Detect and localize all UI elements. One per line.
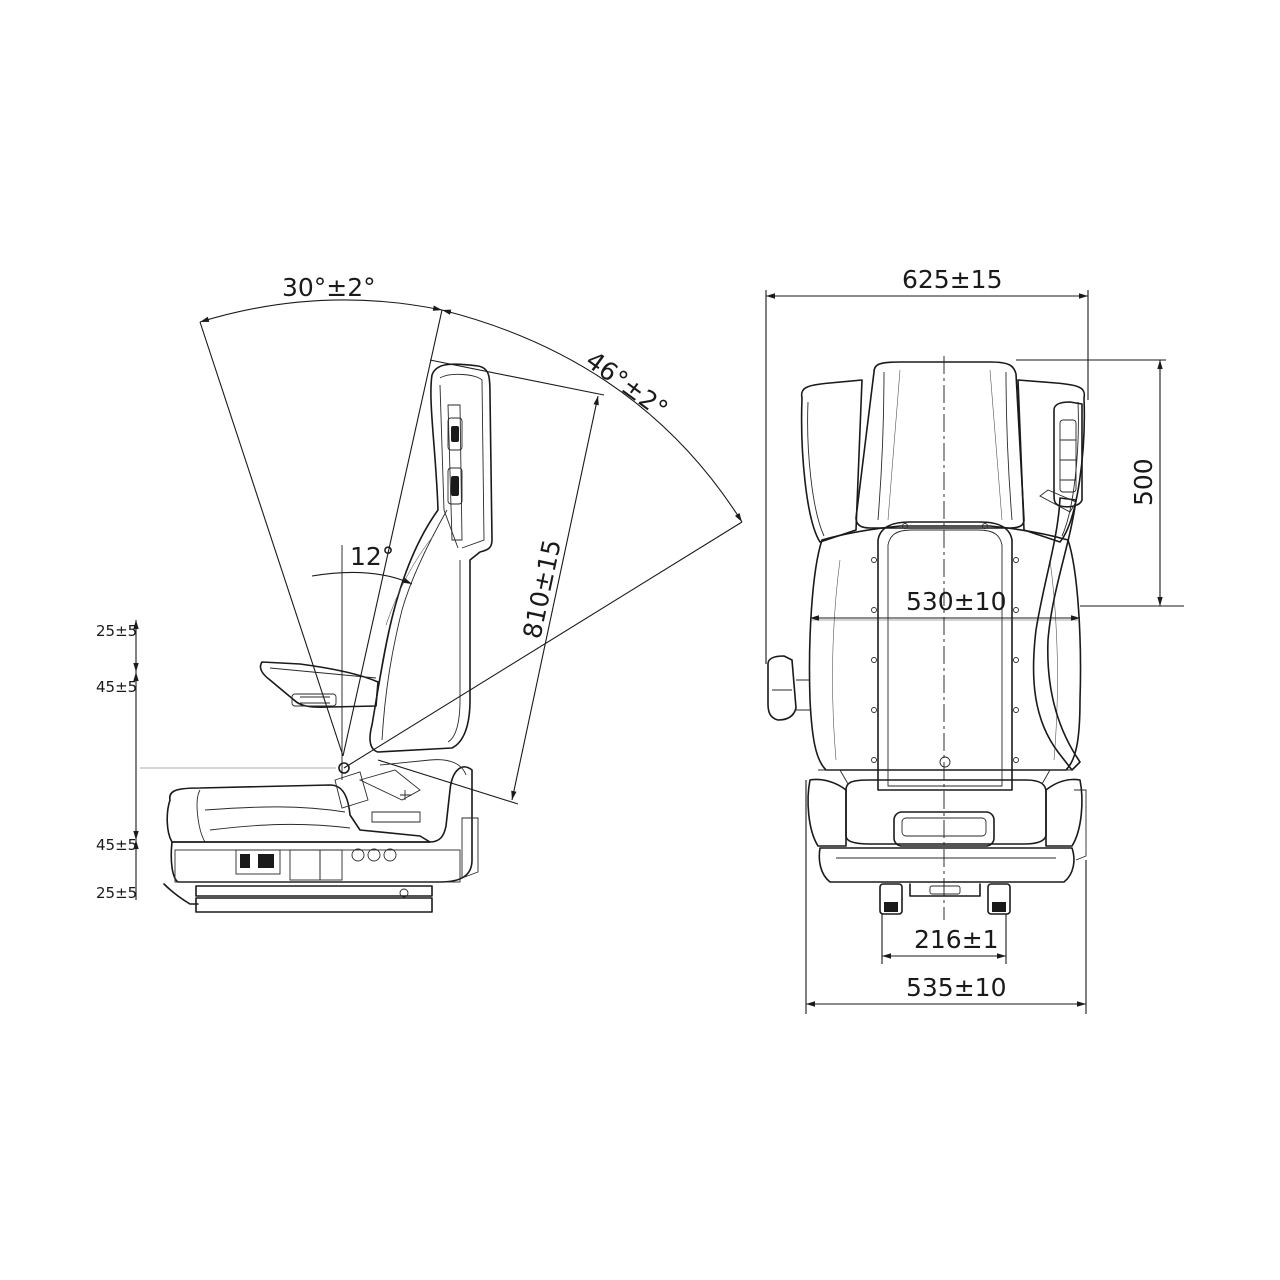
base-width-label: 535±10 (906, 973, 1006, 1002)
front-base-housing (818, 847, 1075, 883)
base-rail (195, 885, 433, 897)
side-view: 30°±2° 46°±2° 12° 810±15 25±5 45±5 45±5 … (96, 273, 743, 913)
armrest (259, 661, 379, 709)
knob (367, 848, 381, 862)
vertical-dimension-stack (133, 620, 336, 900)
front-handle (893, 811, 995, 847)
backrest-wing-right (1017, 379, 1086, 543)
control-panel (235, 849, 281, 875)
knob (383, 848, 397, 862)
vertical-dim-label-4: 25±5 (96, 884, 137, 902)
backrest-height-label: 810±15 (518, 537, 567, 641)
backrest-center-panel (877, 521, 1013, 791)
overall-width-label: 625±15 (902, 265, 1002, 294)
headrest (855, 361, 1025, 529)
vertical-dim-label-3: 45±5 (96, 836, 137, 854)
seat-cushion (166, 784, 431, 843)
knob (351, 848, 365, 862)
angle-construction (199, 299, 743, 805)
backrest-wing-left (800, 379, 863, 543)
front-armrest (767, 655, 797, 721)
front-dimensions (765, 290, 1184, 1014)
angle-back-label: 12° (350, 542, 394, 571)
pivot (338, 762, 350, 774)
slide-lever (163, 883, 199, 905)
seat-base (170, 766, 473, 883)
seat-belt (1032, 497, 1081, 771)
vertical-dim-label-2: 45±5 (96, 678, 137, 696)
seat-width-label: 530±10 (906, 587, 1006, 616)
front-rail-right (987, 883, 1011, 915)
vertical-dim-label-1: 25±5 (96, 622, 137, 640)
front-rail-left (879, 883, 903, 915)
rail-spacing-label: 216±1 (914, 925, 999, 954)
front-view: 625±15 500 530±10 216±1 535±10 (765, 265, 1184, 1014)
headrest-height-label: 500 (1129, 458, 1158, 506)
belt-retractor (1053, 401, 1083, 508)
backrest-front (808, 525, 1082, 771)
angle-recline-label: 30°±2° (282, 273, 376, 302)
